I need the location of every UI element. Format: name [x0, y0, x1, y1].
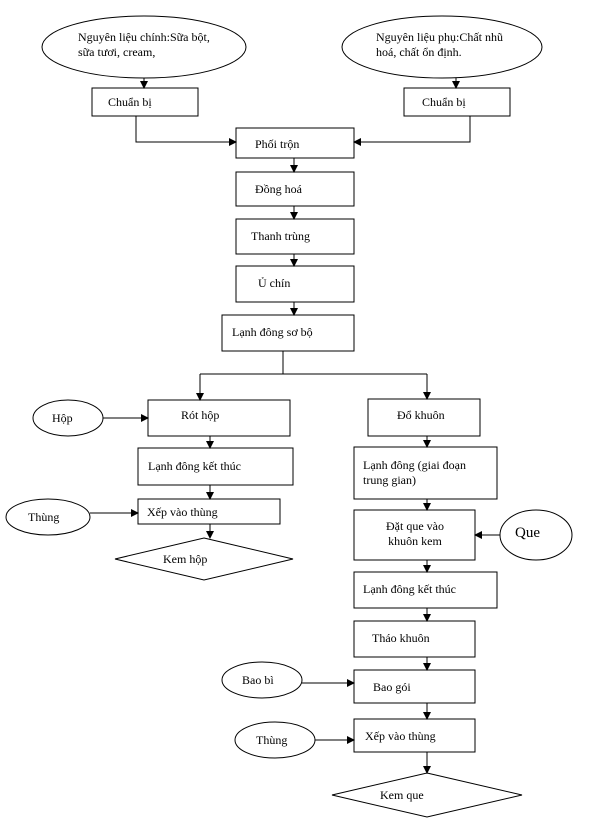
aux-ingredients-ellipse [341, 15, 543, 79]
stick-label: Que [515, 525, 540, 541]
carton-left-label: Thùng [28, 510, 60, 524]
homogenize-label: Đồng hoá [255, 182, 302, 196]
stick-ice-cream-label: Kem que [380, 788, 424, 802]
pack-carton-right-box [353, 718, 476, 753]
box-label: Hộp [52, 411, 73, 425]
aux-ingredients-label: Nguyên liệu phụ:Chất nhũ hoá, chất ổn đị… [376, 30, 503, 59]
fill-box-box [147, 399, 291, 437]
demold-label: Tháo khuôn [372, 631, 430, 645]
prep-right-box [403, 87, 511, 117]
main-ingredients-label: Nguyên liệu chính:Sữa bột, sữa tươi, cre… [78, 30, 210, 59]
pasteurize-box [235, 218, 355, 255]
fill-box-label: Rót hộp [181, 408, 220, 422]
final-freeze-right-label: Lạnh đông kết thúc [363, 582, 456, 596]
pre-freeze-box [221, 314, 355, 352]
mixing-label: Phối trộn [255, 137, 300, 151]
boxed-ice-cream-diamond [114, 537, 294, 581]
packaging-material-label: Bao bì [242, 673, 274, 687]
intermediate-freeze-label: Lạnh đông (giai đoạn trung gian) [363, 458, 466, 487]
mixing-box [235, 127, 355, 159]
pack-carton-right-label: Xếp vào thùng [365, 729, 436, 743]
insert-stick-label: Đặt que vào khuôn kem [386, 519, 444, 548]
insert-stick-box [353, 509, 476, 561]
stick-ice-cream-diamond [331, 772, 523, 818]
aging-label: Ủ chín [258, 276, 291, 290]
connector [353, 116, 471, 146]
final-freeze-left-label: Lạnh đông kết thúc [148, 459, 241, 473]
mold-fill-box [367, 398, 481, 437]
aging-box [235, 265, 355, 303]
prep-right-label: Chuẩn bị [422, 95, 466, 109]
final-freeze-left-box [137, 447, 294, 486]
mold-fill-label: Đổ khuôn [397, 408, 445, 422]
wrap-box [353, 669, 476, 704]
packaging-material-ellipse [221, 661, 303, 699]
demold-box [353, 620, 476, 658]
pack-carton-left-box [137, 498, 281, 525]
pack-carton-left-label: Xếp vào thùng [147, 505, 218, 519]
pre-freeze-label: Lạnh đông sơ bộ [232, 325, 313, 339]
carton-left-ellipse [5, 498, 91, 536]
connector [135, 116, 237, 146]
carton-right-label: Thùng [256, 733, 288, 747]
wrap-label: Bao gói [373, 680, 411, 694]
pasteurize-label: Thanh trùng [251, 229, 310, 243]
prep-left-label: Chuẩn bị [108, 95, 152, 109]
boxed-ice-cream-label: Kem hộp [163, 552, 208, 566]
